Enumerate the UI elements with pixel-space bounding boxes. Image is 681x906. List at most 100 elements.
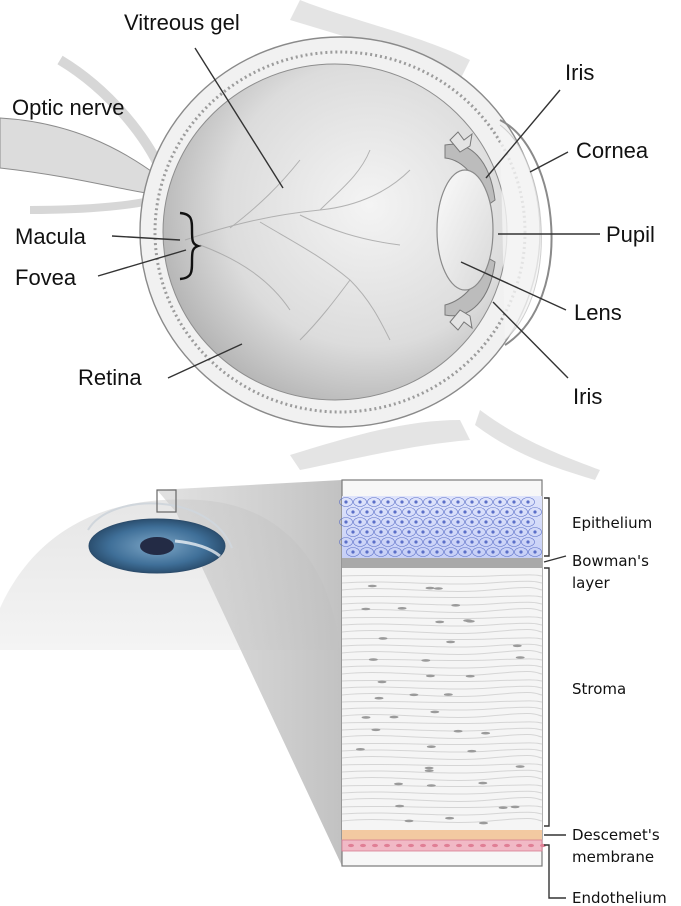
descemets-layer: [342, 830, 542, 840]
keratocyte: [466, 620, 475, 623]
epithelial-nucleus: [435, 510, 438, 513]
epithelial-nucleus: [344, 540, 347, 543]
epithelial-nucleus: [491, 510, 494, 513]
label-descemets-line1: Descemet's: [572, 826, 660, 844]
epithelial-nucleus: [498, 520, 501, 523]
endothelial-cell: [516, 844, 522, 847]
label-stroma: Stroma: [572, 680, 626, 698]
keratocyte: [409, 694, 418, 697]
epithelial-nucleus: [470, 500, 473, 503]
label-pupil: Pupil: [606, 222, 655, 247]
keratocyte: [356, 748, 365, 751]
keratocyte: [425, 767, 434, 770]
epithelial-nucleus: [407, 510, 410, 513]
keratocyte: [445, 817, 454, 820]
keratocyte: [446, 641, 455, 644]
keratocyte: [369, 658, 378, 661]
epithelial-nucleus: [512, 540, 515, 543]
epithelial-nucleus: [533, 530, 536, 533]
keratocyte: [435, 621, 444, 624]
epithelial-nucleus: [512, 520, 515, 523]
label-optic-nerve: Optic nerve: [12, 95, 125, 120]
label-endothelium: Endothelium: [572, 889, 667, 906]
epithelial-nucleus: [505, 550, 508, 553]
epithelial-nucleus: [484, 520, 487, 523]
epithelial-nucleus: [442, 500, 445, 503]
keratocyte: [368, 585, 377, 588]
epithelial-nucleus: [526, 520, 529, 523]
epithelial-nucleus: [386, 540, 389, 543]
epithelial-nucleus: [379, 530, 382, 533]
epithelial-nucleus: [498, 540, 501, 543]
epithelial-nucleus: [358, 520, 361, 523]
epithelial-nucleus: [393, 550, 396, 553]
endothelial-cell: [456, 844, 462, 847]
endothelial-cell: [480, 844, 486, 847]
eye-cross-section: [0, 0, 600, 480]
epithelial-nucleus: [470, 540, 473, 543]
epithelial-nucleus: [449, 510, 452, 513]
epithelial-nucleus: [477, 530, 480, 533]
epithelial-nucleus: [428, 520, 431, 523]
endothelial-cell: [420, 844, 426, 847]
epithelial-nucleus: [442, 540, 445, 543]
cornea-layers-panel: [340, 480, 547, 866]
keratocyte: [390, 716, 399, 719]
bowmans-layer: [342, 558, 542, 568]
keratocyte: [398, 607, 407, 610]
keratocyte: [466, 675, 475, 678]
keratocyte: [375, 697, 384, 700]
keratocyte: [516, 765, 525, 768]
epithelial-nucleus: [414, 500, 417, 503]
keratocyte: [362, 716, 371, 719]
label-lens: Lens: [574, 300, 622, 325]
keratocyte: [444, 693, 453, 696]
epithelial-nucleus: [358, 500, 361, 503]
pupil-disc: [140, 537, 174, 555]
epithelial-nucleus: [386, 500, 389, 503]
label-epithelium: Epithelium: [572, 514, 652, 532]
epithelial-nucleus: [365, 550, 368, 553]
keratocyte: [430, 711, 439, 714]
epithelial-nucleus: [463, 530, 466, 533]
label-fovea: Fovea: [15, 265, 77, 290]
epithelial-nucleus: [463, 510, 466, 513]
epithelial-nucleus: [435, 550, 438, 553]
keratocyte: [451, 604, 460, 607]
epithelial-nucleus: [344, 500, 347, 503]
label-bowmans-line2: layer: [572, 574, 610, 592]
label-vitreous-gel: Vitreous gel: [124, 10, 240, 35]
epithelial-nucleus: [491, 530, 494, 533]
keratocyte: [395, 805, 404, 808]
epithelial-nucleus: [456, 500, 459, 503]
epithelial-nucleus: [414, 520, 417, 523]
eye-surface-illustration: [0, 480, 342, 866]
keratocyte: [405, 820, 414, 823]
epithelial-nucleus: [533, 550, 536, 553]
keratocyte: [513, 645, 522, 648]
epithelial-nucleus: [428, 540, 431, 543]
epithelial-nucleus: [372, 520, 375, 523]
endothelial-cell: [444, 844, 450, 847]
endothelial-cell: [384, 844, 390, 847]
keratocyte: [427, 745, 436, 748]
epithelial-nucleus: [477, 510, 480, 513]
keratocyte: [478, 782, 487, 785]
epithelial-nucleus: [407, 530, 410, 533]
epithelial-nucleus: [456, 540, 459, 543]
epithelial-nucleus: [421, 510, 424, 513]
epithelial-nucleus: [435, 530, 438, 533]
epithelial-nucleus: [365, 510, 368, 513]
keratocyte: [378, 681, 387, 684]
keratocyte: [425, 769, 434, 772]
epithelial-nucleus: [386, 520, 389, 523]
label-bowmans-line1: Bowman's: [572, 552, 649, 570]
epithelial-nucleus: [505, 510, 508, 513]
epithelial-nucleus: [407, 550, 410, 553]
stroma-layer: [342, 568, 542, 830]
epithelial-nucleus: [519, 510, 522, 513]
lens-shape: [437, 170, 493, 290]
keratocyte: [426, 587, 435, 590]
epithelial-nucleus: [484, 540, 487, 543]
